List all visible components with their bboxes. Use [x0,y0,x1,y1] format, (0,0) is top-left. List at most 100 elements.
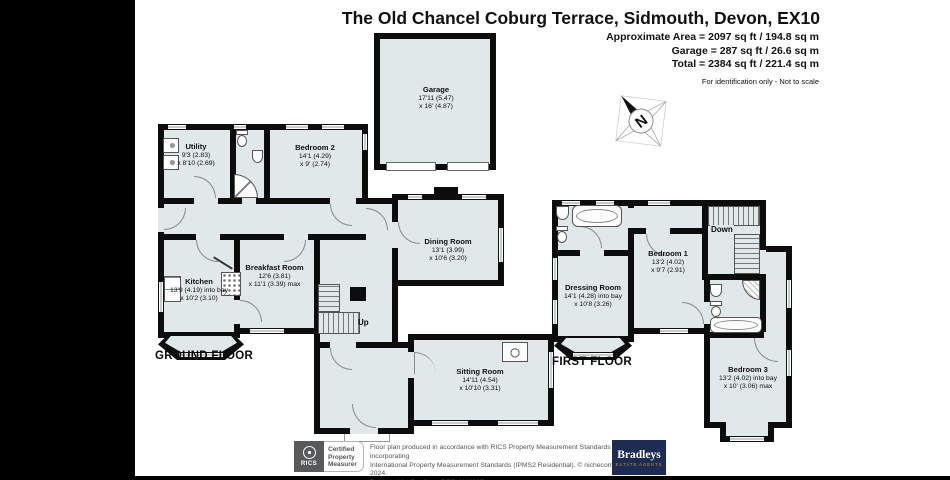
door-gap-kitchen-breakfast [234,300,240,324]
bedroom2-window-3 [362,134,368,150]
room-dim: x 10'10 (3.31) [459,385,501,393]
stairs-ground-upper-run [318,284,340,312]
room-dim: 13'2 (4.02) into bay [719,374,777,382]
stairs-first-top-run [708,206,760,226]
page-title: The Old Chancel Coburg Terrace, Sidmouth… [341,8,820,28]
sitting-fireplace-icon [502,342,528,362]
bedroom3-window [786,350,792,376]
rics-org-label: RICS [300,461,318,467]
garage-door-left [386,162,436,171]
door-gap-bedroom2 [330,198,356,204]
garage-door-right [447,162,489,171]
room-sitting [408,334,554,426]
dining-window-1 [408,194,422,200]
dryer-icon [163,155,179,170]
door-gap-stairhall-entrance [330,342,356,348]
stairs-up-label: Up [358,318,369,327]
room-label-breakfast: Breakfast Room 12'6 (3.81) x 11'1 (3.39)… [212,263,337,290]
room-name: Garage [422,85,450,94]
room-label-dressing: Dressing Room 14'1 (4.28) into bay x 10'… [532,283,654,310]
wc-toilet-tank-icon [236,130,248,135]
left-matte-bar [0,0,135,480]
room-dim: 14'1 (4.28) into bay [564,292,622,300]
kitchen-bay-window [179,352,223,358]
dining-window-2 [462,194,486,200]
room-name: Utility [185,142,207,151]
stairs-first-side-run [734,234,760,274]
bathtub-basin [714,320,758,330]
bathroom2-sink-icon [710,284,722,297]
room-name: Breakfast Room [245,263,304,272]
room-label-bedroom2: Bedroom 2 14'1 (4.29) x 9' (2.74) [255,143,375,170]
room-label-bedroom1: Bedroom 1 13'2 (4.02) x 9'7 (2.91) [608,249,728,276]
room-label-utility: Utility 9'3 (2.83) x 8'10 (2.69) [151,142,241,169]
bradleys-logo: Bradleys ESTATE AGENTS [612,440,666,475]
room-dim: 9'3 (2.83) [181,151,211,159]
room-label-sitting: Sitting Room 14'11 (4.54) x 10'10 (3.31) [420,367,540,394]
room-label-kitchen: Kitchen 13'9 (4.19) into bay x 10'2 (3.1… [144,277,254,304]
footer-line-2: International Property Measurement Stand… [370,461,614,478]
door-gap-wc [242,198,256,204]
room-dim: 13'9 (4.19) into bay [170,286,228,294]
door-gap-stairs-corridor [760,250,766,274]
kitchen-bay-floor [165,336,237,353]
dining-window-3 [498,228,504,262]
door-gap-hall-stairhall [366,234,392,240]
room-garage [374,33,496,170]
door-gap-utility [194,198,218,204]
wc-window [234,124,246,130]
dining-chimney [434,187,458,195]
door-gap-bedroom1-lobby [704,302,710,324]
room-dim: x 10'8 (3.26) [574,301,612,309]
room-label-bedroom3: Bedroom 3 13'2 (4.02) into bay x 10' (3.… [688,365,808,392]
washer-icon [163,138,179,153]
room-dim: x 16' (4.87) [419,103,453,111]
bathroom1-sink-icon [556,206,569,220]
bradleys-tagline: ESTATE AGENTS [615,461,663,467]
kitchen-window [158,282,164,312]
bathroom2-toilet-tank-icon [710,301,722,306]
chimney-block [350,287,366,301]
room-dim: x 8'10 (2.69) [177,160,215,168]
stove-icon [221,272,241,296]
bathroom1-window-1 [562,200,580,206]
room-name: Dining Room [424,237,472,246]
area-line-total-approx: Approximate Area = 2097 sq ft / 194.8 sq… [606,31,819,43]
footer-disclaimer: Floor plan produced in accordance with R… [370,444,620,480]
room-dim: x 9'7 (2.91) [651,267,685,275]
area-line-total: Total = 2384 sq ft / 221.4 sq m [671,58,819,70]
entrance-door-gap [158,208,164,232]
bathroom2-toilet-bowl-icon [711,306,721,317]
door-gap-breakfast [284,234,308,240]
room-dim: x 10'6 (3.20) [429,255,467,263]
corridor-window [786,280,792,308]
sitting-window-2 [498,420,538,426]
door-gap-landing-bathroom1 [628,208,634,228]
room-dim: x 11'1 (3.39) max [248,281,301,289]
room-label-dining: Dining Room 13'1 (3.99) x 10'6 (3.20) [388,237,508,264]
bathroom2-bathtub-icon [710,317,762,333]
rics-line: Property [328,453,355,461]
room-dim: 12'6 (3.81) [258,272,291,280]
room-name: Bedroom 2 [295,143,335,152]
bedroom2-window-1 [286,124,308,130]
room-name: Bedroom 1 [648,249,688,258]
first-floor-label: FIRST FLOOR [552,356,632,368]
room-label-garage: Garage 17'11 (5.47) x 16' (4.87) [376,85,496,112]
bathroom1-toilet-bowl-icon [557,231,567,243]
rics-certified-box: Certified Property Measurer [324,441,364,472]
area-line-garage: Garage = 287 sq ft / 26.6 sq m [671,44,819,57]
rics-line: Measurer [328,461,357,469]
room-dim: 13'2 (4.02) [651,258,685,266]
dressing-window-2 [552,300,558,324]
sitting-window-3 [548,352,554,388]
room-dim: 14'1 (4.29) [298,152,332,160]
rics-badge: RICS [294,441,324,472]
front-porch-step [344,434,390,442]
bradleys-name: Bradleys [617,448,661,461]
dressing-bay-floor [561,338,625,353]
bathroom1-toilet-tank-icon [556,226,568,231]
compass-icon: N [615,95,667,147]
door-gap-kitchen [196,234,220,240]
